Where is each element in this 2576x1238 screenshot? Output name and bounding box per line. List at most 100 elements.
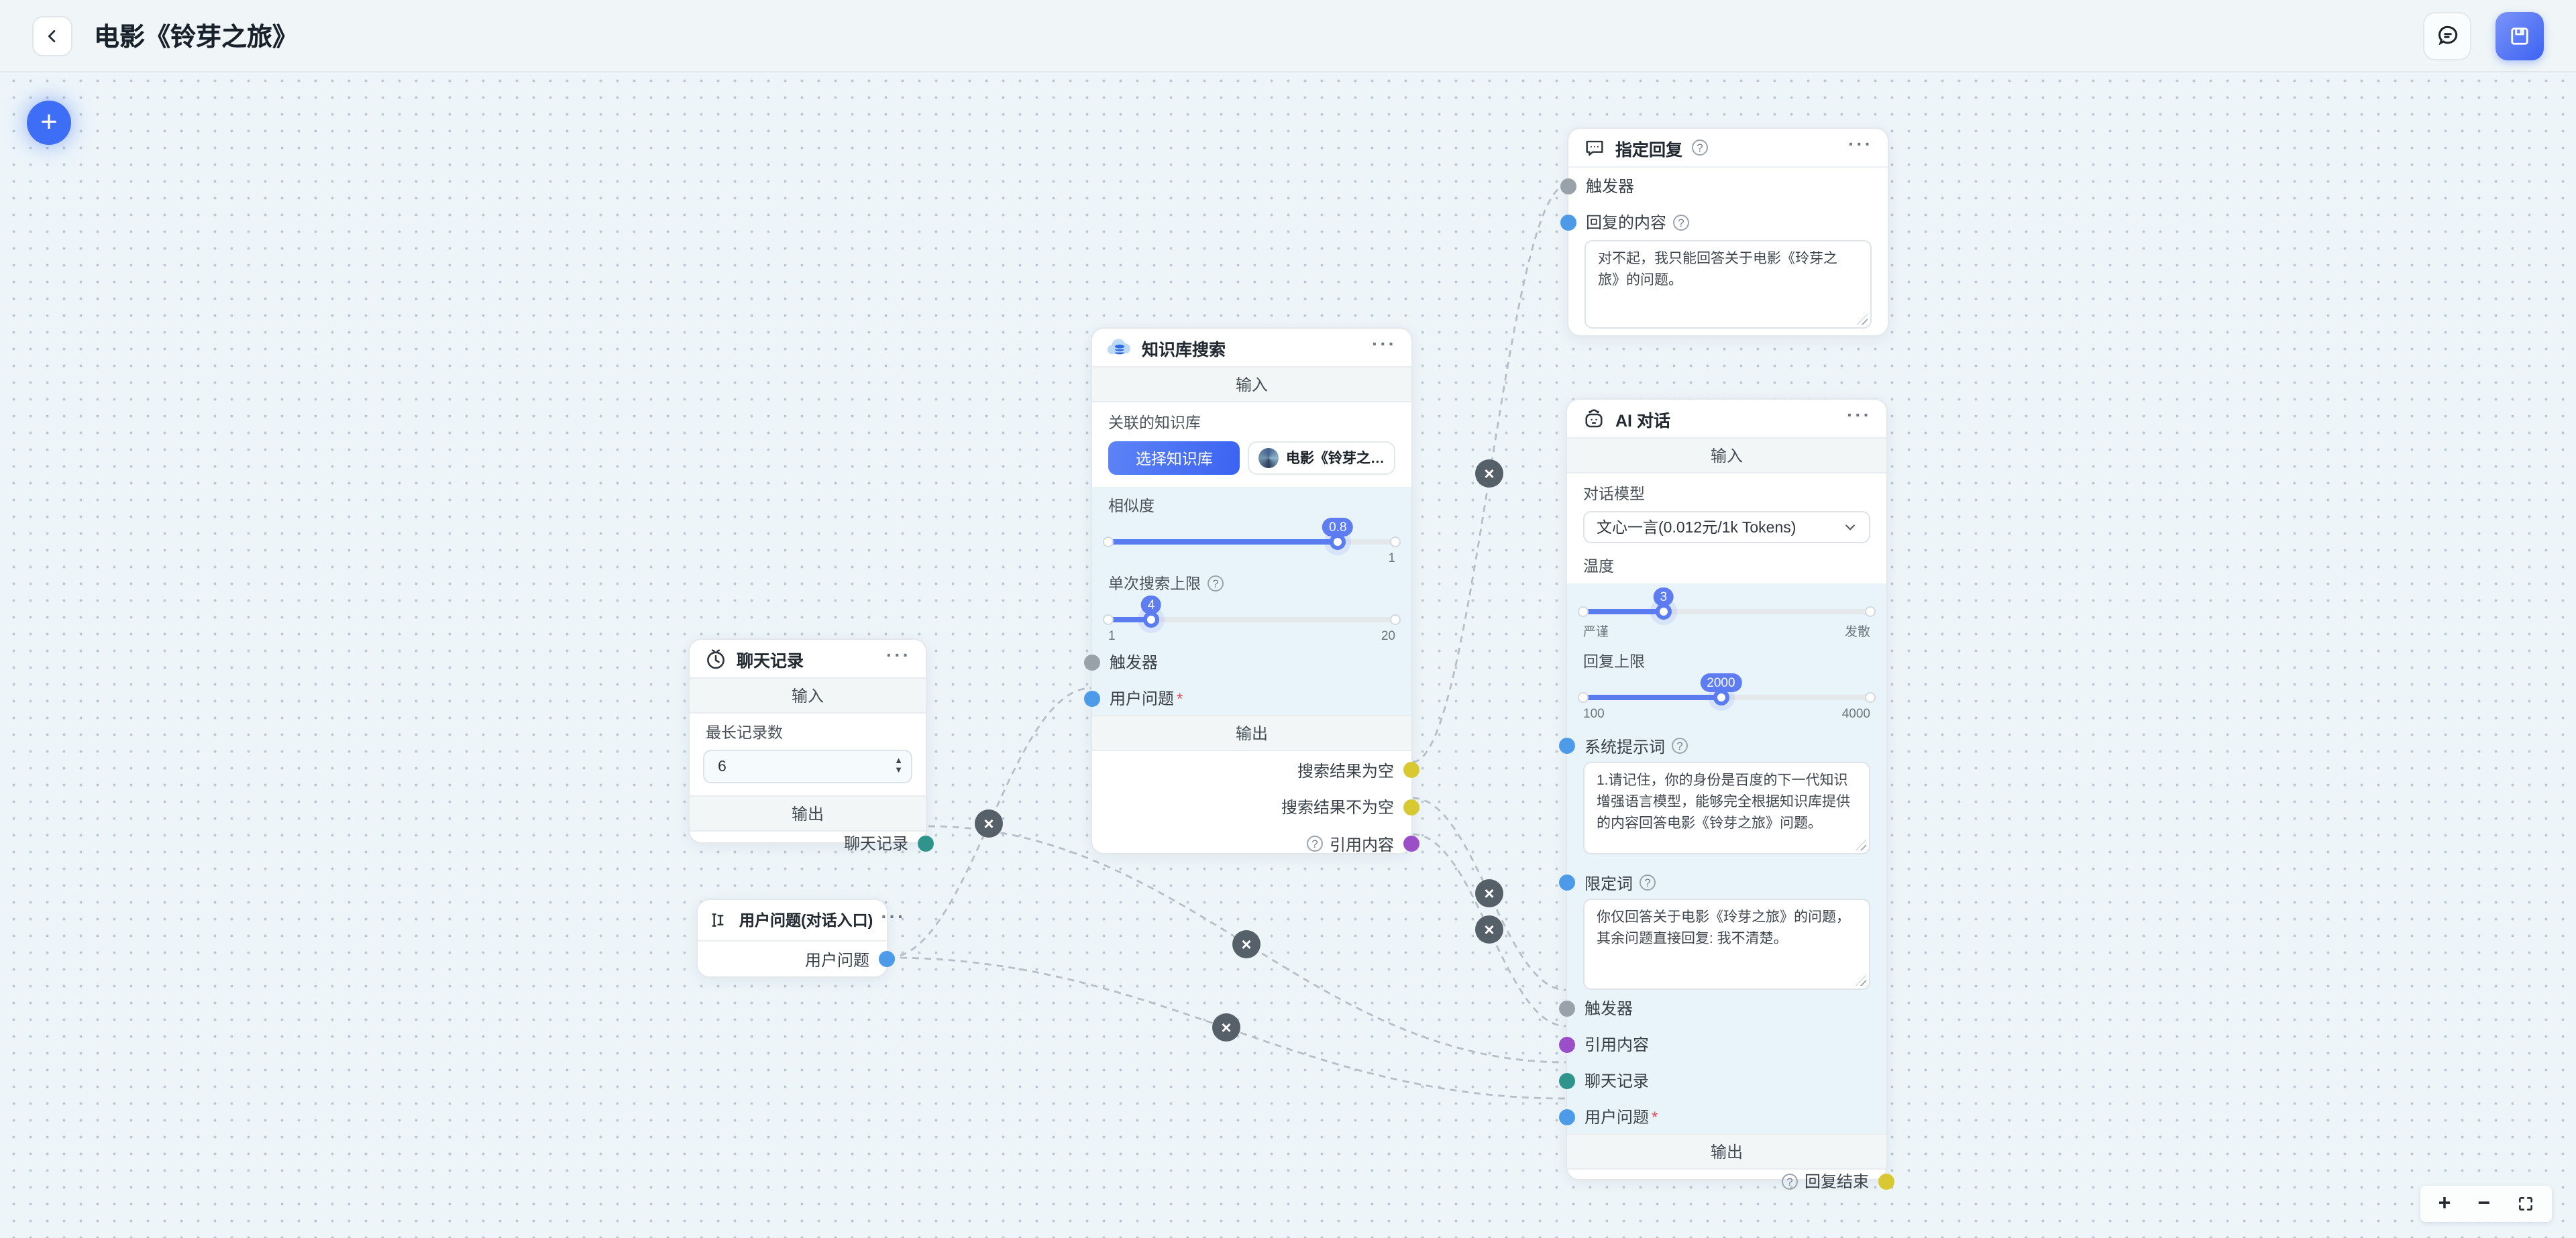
- node-fixed-reply[interactable]: 指定回复 ? ··· 触发器 回复的内容? 对不起，我只能回答关于电影《玲芽之旅…: [1560, 127, 1889, 337]
- node-chat-history[interactable]: 聊天记录 ··· 输入 最长记录数 ▲▼ 输出 聊天记录: [688, 638, 934, 853]
- reply-content-field: 对不起，我只能回答关于电影《玲芽之旅》的问题。: [1585, 240, 1872, 329]
- delete-connection-button[interactable]: ×: [1475, 915, 1503, 944]
- delete-connection-button[interactable]: ×: [1212, 1013, 1240, 1042]
- help-icon[interactable]: ?: [1692, 139, 1709, 156]
- output-port-chat-history[interactable]: [918, 835, 934, 851]
- node-title: 指定回复: [1615, 140, 1683, 159]
- similarity-slider[interactable]: 0.8 1: [1103, 518, 1401, 566]
- input-section-header: 输入: [690, 677, 926, 714]
- reply-content-textarea[interactable]: 对不起，我只能回答关于电影《玲芽之旅》的问题。: [1585, 240, 1872, 329]
- back-button[interactable]: [32, 15, 72, 56]
- output-port-reply-done[interactable]: [1878, 1173, 1894, 1189]
- input-port-trigger[interactable]: [1084, 654, 1100, 670]
- zoom-out-button[interactable]: −: [2477, 1192, 2490, 1215]
- input-port-user-question[interactable]: [1559, 1109, 1575, 1125]
- node-title: 用户问题(对话入口): [739, 913, 873, 930]
- input-row-system-prompt: 系统提示词?: [1559, 730, 1886, 762]
- input-row-reply-content: 回复的内容?: [1560, 204, 1888, 240]
- node-menu-button[interactable]: ···: [1848, 133, 1873, 154]
- help-icon[interactable]: ?: [1208, 575, 1224, 592]
- output-row-not-empty: 搜索结果不为空: [1092, 789, 1419, 825]
- input-port-chat-history[interactable]: [1559, 1072, 1575, 1088]
- similarity-label: 相似度: [1108, 499, 1155, 515]
- reply-limit-slider[interactable]: 2000 100 4000: [1578, 673, 1876, 722]
- node-menu-button[interactable]: ···: [1847, 404, 1872, 425]
- output-row-reference: ? 引用内容: [1092, 825, 1419, 862]
- node-user-question-entry[interactable]: 用户问题(对话入口) ··· 用户问题: [696, 899, 904, 978]
- port-label: 触发器: [1585, 999, 1633, 1018]
- stepper-up-icon[interactable]: ▲: [894, 756, 903, 765]
- input-port-qualifier[interactable]: [1559, 875, 1575, 891]
- slider-value-bubble: 0.8: [1322, 518, 1354, 537]
- fit-view-icon: [2519, 1197, 2532, 1211]
- help-icon[interactable]: ?: [1672, 738, 1688, 754]
- zoom-in-button[interactable]: +: [2438, 1192, 2451, 1215]
- input-section-header: 输入: [1092, 366, 1411, 402]
- slider-handle[interactable]: [1655, 604, 1672, 620]
- system-prompt-textarea[interactable]: 1.请记住，你的身份是百度的下一代知识增强语言模型，能够完全根据知识库提供的内容…: [1583, 762, 1870, 854]
- output-port-user-question[interactable]: [879, 951, 895, 967]
- max-records-stepper[interactable]: ▲▼: [703, 750, 912, 783]
- temperature-slider[interactable]: 3 严谨 发散: [1578, 587, 1876, 640]
- fit-view-button[interactable]: [2517, 1195, 2534, 1213]
- slider-handle[interactable]: [1330, 534, 1346, 550]
- connection-line: [1412, 797, 1566, 991]
- slider-max-label: 20: [1381, 629, 1395, 644]
- node-menu-button[interactable]: ···: [1372, 333, 1397, 354]
- input-port-reply-content[interactable]: [1560, 214, 1576, 230]
- output-section-header: 输出: [1567, 1133, 1886, 1170]
- help-icon[interactable]: ?: [1306, 836, 1323, 852]
- kb-name: 电影《铃芽之旅》: [1285, 451, 1385, 467]
- output-port-reference[interactable]: [1403, 836, 1419, 852]
- save-button[interactable]: [2496, 11, 2544, 60]
- delete-connection-button[interactable]: ×: [975, 809, 1003, 838]
- select-kb-button[interactable]: 选择知识库: [1108, 441, 1240, 475]
- search-limit-slider[interactable]: 4 1 20: [1103, 596, 1401, 644]
- kb-chip[interactable]: 电影《铃芽之旅》: [1248, 441, 1395, 475]
- qualifier-textarea[interactable]: 你仅回答关于电影《玲芽之旅》的问题，其余问题直接回复: 我不清楚。: [1583, 899, 1870, 990]
- node-header: AI 对话 ···: [1567, 400, 1886, 439]
- help-icon[interactable]: ?: [1781, 1173, 1798, 1189]
- input-port-reference[interactable]: [1559, 1036, 1575, 1052]
- top-bar: 电影《铃芽之旅》: [0, 0, 2576, 72]
- slider-track[interactable]: [1103, 534, 1401, 550]
- stepper-down-icon[interactable]: ▼: [894, 766, 903, 775]
- input-row-chat-history: 聊天记录: [1559, 1062, 1886, 1099]
- input-row-trigger: 触发器: [1084, 644, 1411, 680]
- input-row-trigger: 触发器: [1560, 168, 1888, 204]
- slider-value-bubble: 4: [1140, 596, 1162, 614]
- slider-handle[interactable]: [1143, 612, 1160, 628]
- port-label: 引用内容: [1585, 1035, 1650, 1054]
- delete-connection-button[interactable]: ×: [1475, 879, 1503, 907]
- slider-track[interactable]: [1578, 689, 1876, 706]
- delete-connection-button[interactable]: ×: [1475, 459, 1503, 488]
- model-select[interactable]: 文心一言(0.012元/1k Tokens): [1583, 511, 1870, 543]
- node-menu-button[interactable]: ···: [886, 644, 911, 665]
- input-port-system-prompt[interactable]: [1559, 738, 1575, 754]
- help-icon[interactable]: ?: [1673, 214, 1690, 230]
- input-port-user-question[interactable]: [1084, 690, 1100, 706]
- output-port-result-not-empty[interactable]: [1403, 799, 1419, 815]
- input-port-trigger[interactable]: [1560, 178, 1576, 194]
- output-port-result-empty[interactable]: [1403, 762, 1419, 778]
- qualifier-field: 你仅回答关于电影《玲芽之旅》的问题，其余问题直接回复: 我不清楚。: [1583, 899, 1870, 990]
- delete-connection-button[interactable]: ×: [1232, 930, 1260, 958]
- add-node-button[interactable]: +: [27, 101, 71, 145]
- node-kb-search[interactable]: 知识库搜索 ··· 输入 关联的知识库 选择知识库 电影《铃芽之旅》 相似度: [1084, 327, 1419, 854]
- node-header: 指定回复 ? ···: [1568, 129, 1888, 168]
- slider-min-label: 100: [1583, 707, 1605, 722]
- help-icon[interactable]: ?: [1640, 875, 1656, 891]
- slider-track[interactable]: [1103, 612, 1401, 628]
- slider-track[interactable]: [1578, 604, 1876, 620]
- node-menu-button[interactable]: ···: [881, 905, 906, 927]
- slider-handle[interactable]: [1713, 689, 1729, 706]
- input-port-trigger[interactable]: [1559, 1000, 1575, 1016]
- output-row-empty: 搜索结果为空: [1092, 751, 1419, 789]
- node-ai-chat[interactable]: AI 对话 ··· 输入 对话模型 文心一言(0.012元/1k Tokens)…: [1559, 398, 1894, 1191]
- port-label: 聊天记录: [843, 834, 908, 853]
- preview-chat-button[interactable]: [2423, 11, 2471, 60]
- max-records-label: 最长记录数: [706, 726, 783, 742]
- max-records-input[interactable]: [703, 750, 912, 783]
